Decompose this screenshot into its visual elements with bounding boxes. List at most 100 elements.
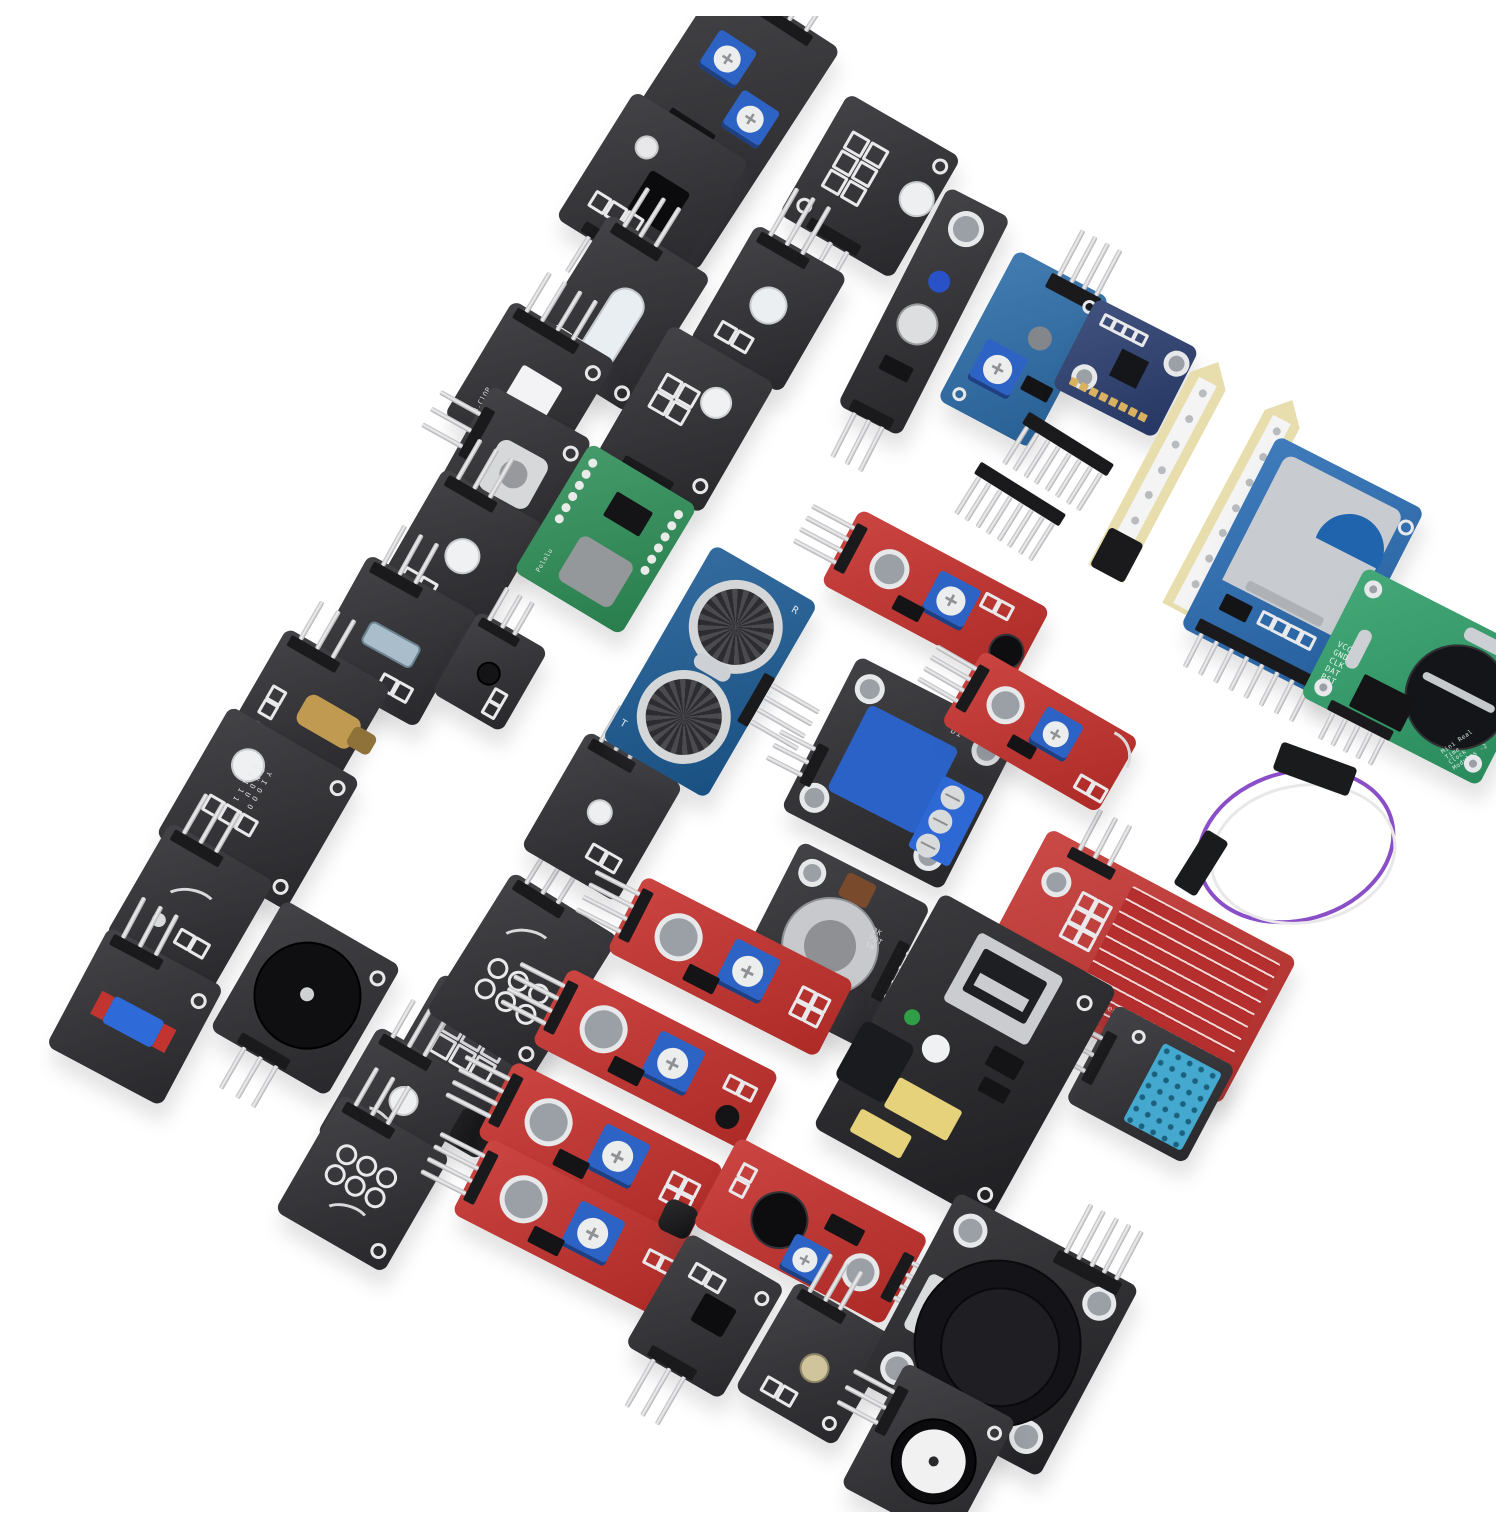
solder-pads: [256, 683, 288, 721]
pin-base: [1021, 411, 1115, 477]
pin: [1354, 729, 1373, 759]
header-pins: [765, 729, 830, 788]
pad-ring: [1073, 992, 1096, 1014]
pin: [1272, 678, 1295, 715]
ic-chip: [878, 353, 914, 383]
pin: [1212, 647, 1235, 684]
board-label: T: [617, 717, 629, 731]
pad-dot: [658, 530, 671, 544]
pin-header-strip-b: [953, 461, 1067, 562]
header-pins: [739, 16, 838, 47]
ic-chip: [890, 593, 925, 623]
dht11-body: [1122, 1042, 1222, 1152]
pot-screw: +: [787, 1242, 822, 1277]
solder-pads: [712, 318, 755, 355]
pad-ring: [187, 989, 210, 1012]
pin: [1182, 631, 1204, 668]
header-pins: [1051, 1202, 1144, 1296]
pad: [1117, 401, 1128, 413]
pad-dot: [665, 519, 678, 532]
mount-hole: [1361, 576, 1386, 601]
pin: [770, 681, 821, 714]
pad: [1097, 391, 1109, 403]
pad-dot: [572, 479, 586, 492]
pad: [1068, 376, 1079, 388]
ir-led: [472, 656, 506, 690]
pad-ring: [581, 361, 604, 384]
pin: [1088, 1216, 1119, 1268]
pad-ring: [326, 777, 349, 800]
ic-chip: [1019, 374, 1054, 404]
reed-wire: [158, 883, 220, 927]
pin: [420, 422, 464, 450]
pad-ring: [1128, 1027, 1148, 1047]
mount-hole: [941, 204, 991, 253]
ic-chip: [823, 1212, 866, 1247]
pad-ring: [366, 1239, 389, 1262]
ic-chip: [977, 1075, 1012, 1105]
pin: [1317, 710, 1336, 740]
mount-hole: [946, 1207, 993, 1254]
solder-pads: [721, 1072, 759, 1103]
pot-screw: +: [731, 100, 770, 138]
mount-hole: [490, 1166, 556, 1232]
solder-pads: [687, 1261, 728, 1295]
pad-dot: [645, 553, 658, 566]
header-pins: [736, 672, 821, 751]
pad-ring: [818, 1412, 840, 1434]
pad-ring: [689, 475, 712, 498]
thermistor: [710, 1100, 743, 1133]
solder-pads: [977, 590, 1016, 622]
pad-ring: [949, 384, 969, 404]
pin: [763, 694, 814, 726]
pad-ring: [929, 155, 952, 178]
solder-pads: [758, 1374, 799, 1408]
pad-ring: [514, 1042, 537, 1065]
header-pins: [916, 643, 991, 713]
pad-dot: [566, 490, 579, 503]
pad-dot: [586, 456, 599, 470]
pin: [1100, 1222, 1132, 1274]
pin-base: [973, 461, 1067, 527]
pad: [1087, 386, 1099, 398]
pin-header-strip-a: [1001, 411, 1115, 512]
pin-base: [739, 16, 814, 47]
pad-dot: [671, 508, 685, 521]
potentiometer: +: [638, 1029, 706, 1097]
solder-pads: [727, 1161, 759, 1200]
board-label: Pololu: [533, 546, 555, 574]
ic-chip: [984, 1044, 1025, 1081]
pot-screw: +: [931, 580, 970, 620]
potentiometer: +: [713, 937, 781, 1005]
pad-dot: [559, 501, 572, 514]
pin: [1062, 1202, 1093, 1254]
board-label: R: [789, 603, 801, 617]
led: [924, 266, 955, 296]
mount-hole: [849, 668, 890, 710]
header-pins: [1066, 807, 1133, 880]
pin: [953, 475, 982, 516]
pin-base: [798, 742, 830, 788]
pin: [1342, 723, 1361, 753]
pot-screw: +: [708, 39, 747, 78]
header-pins: [419, 1130, 499, 1205]
pot-screw: +: [596, 1134, 639, 1177]
pad-ring: [366, 967, 388, 990]
f dot: [629, 130, 663, 164]
pin: [1075, 1209, 1106, 1261]
pot-screw: +: [651, 1041, 694, 1084]
pin: [1197, 639, 1219, 676]
f dot: [916, 1029, 955, 1068]
solder-pads: [172, 927, 212, 961]
power-led: [901, 1006, 923, 1029]
ic-chip: [526, 1224, 565, 1257]
pin: [803, 16, 838, 32]
header-pins: [953, 461, 1067, 562]
pin: [1257, 670, 1280, 707]
led: [582, 794, 618, 830]
f dot: [1023, 322, 1056, 355]
ic-chip: [606, 1054, 645, 1087]
pot-screw: +: [571, 1211, 614, 1254]
pad: [1136, 411, 1148, 423]
potentiometer: +: [719, 88, 781, 150]
